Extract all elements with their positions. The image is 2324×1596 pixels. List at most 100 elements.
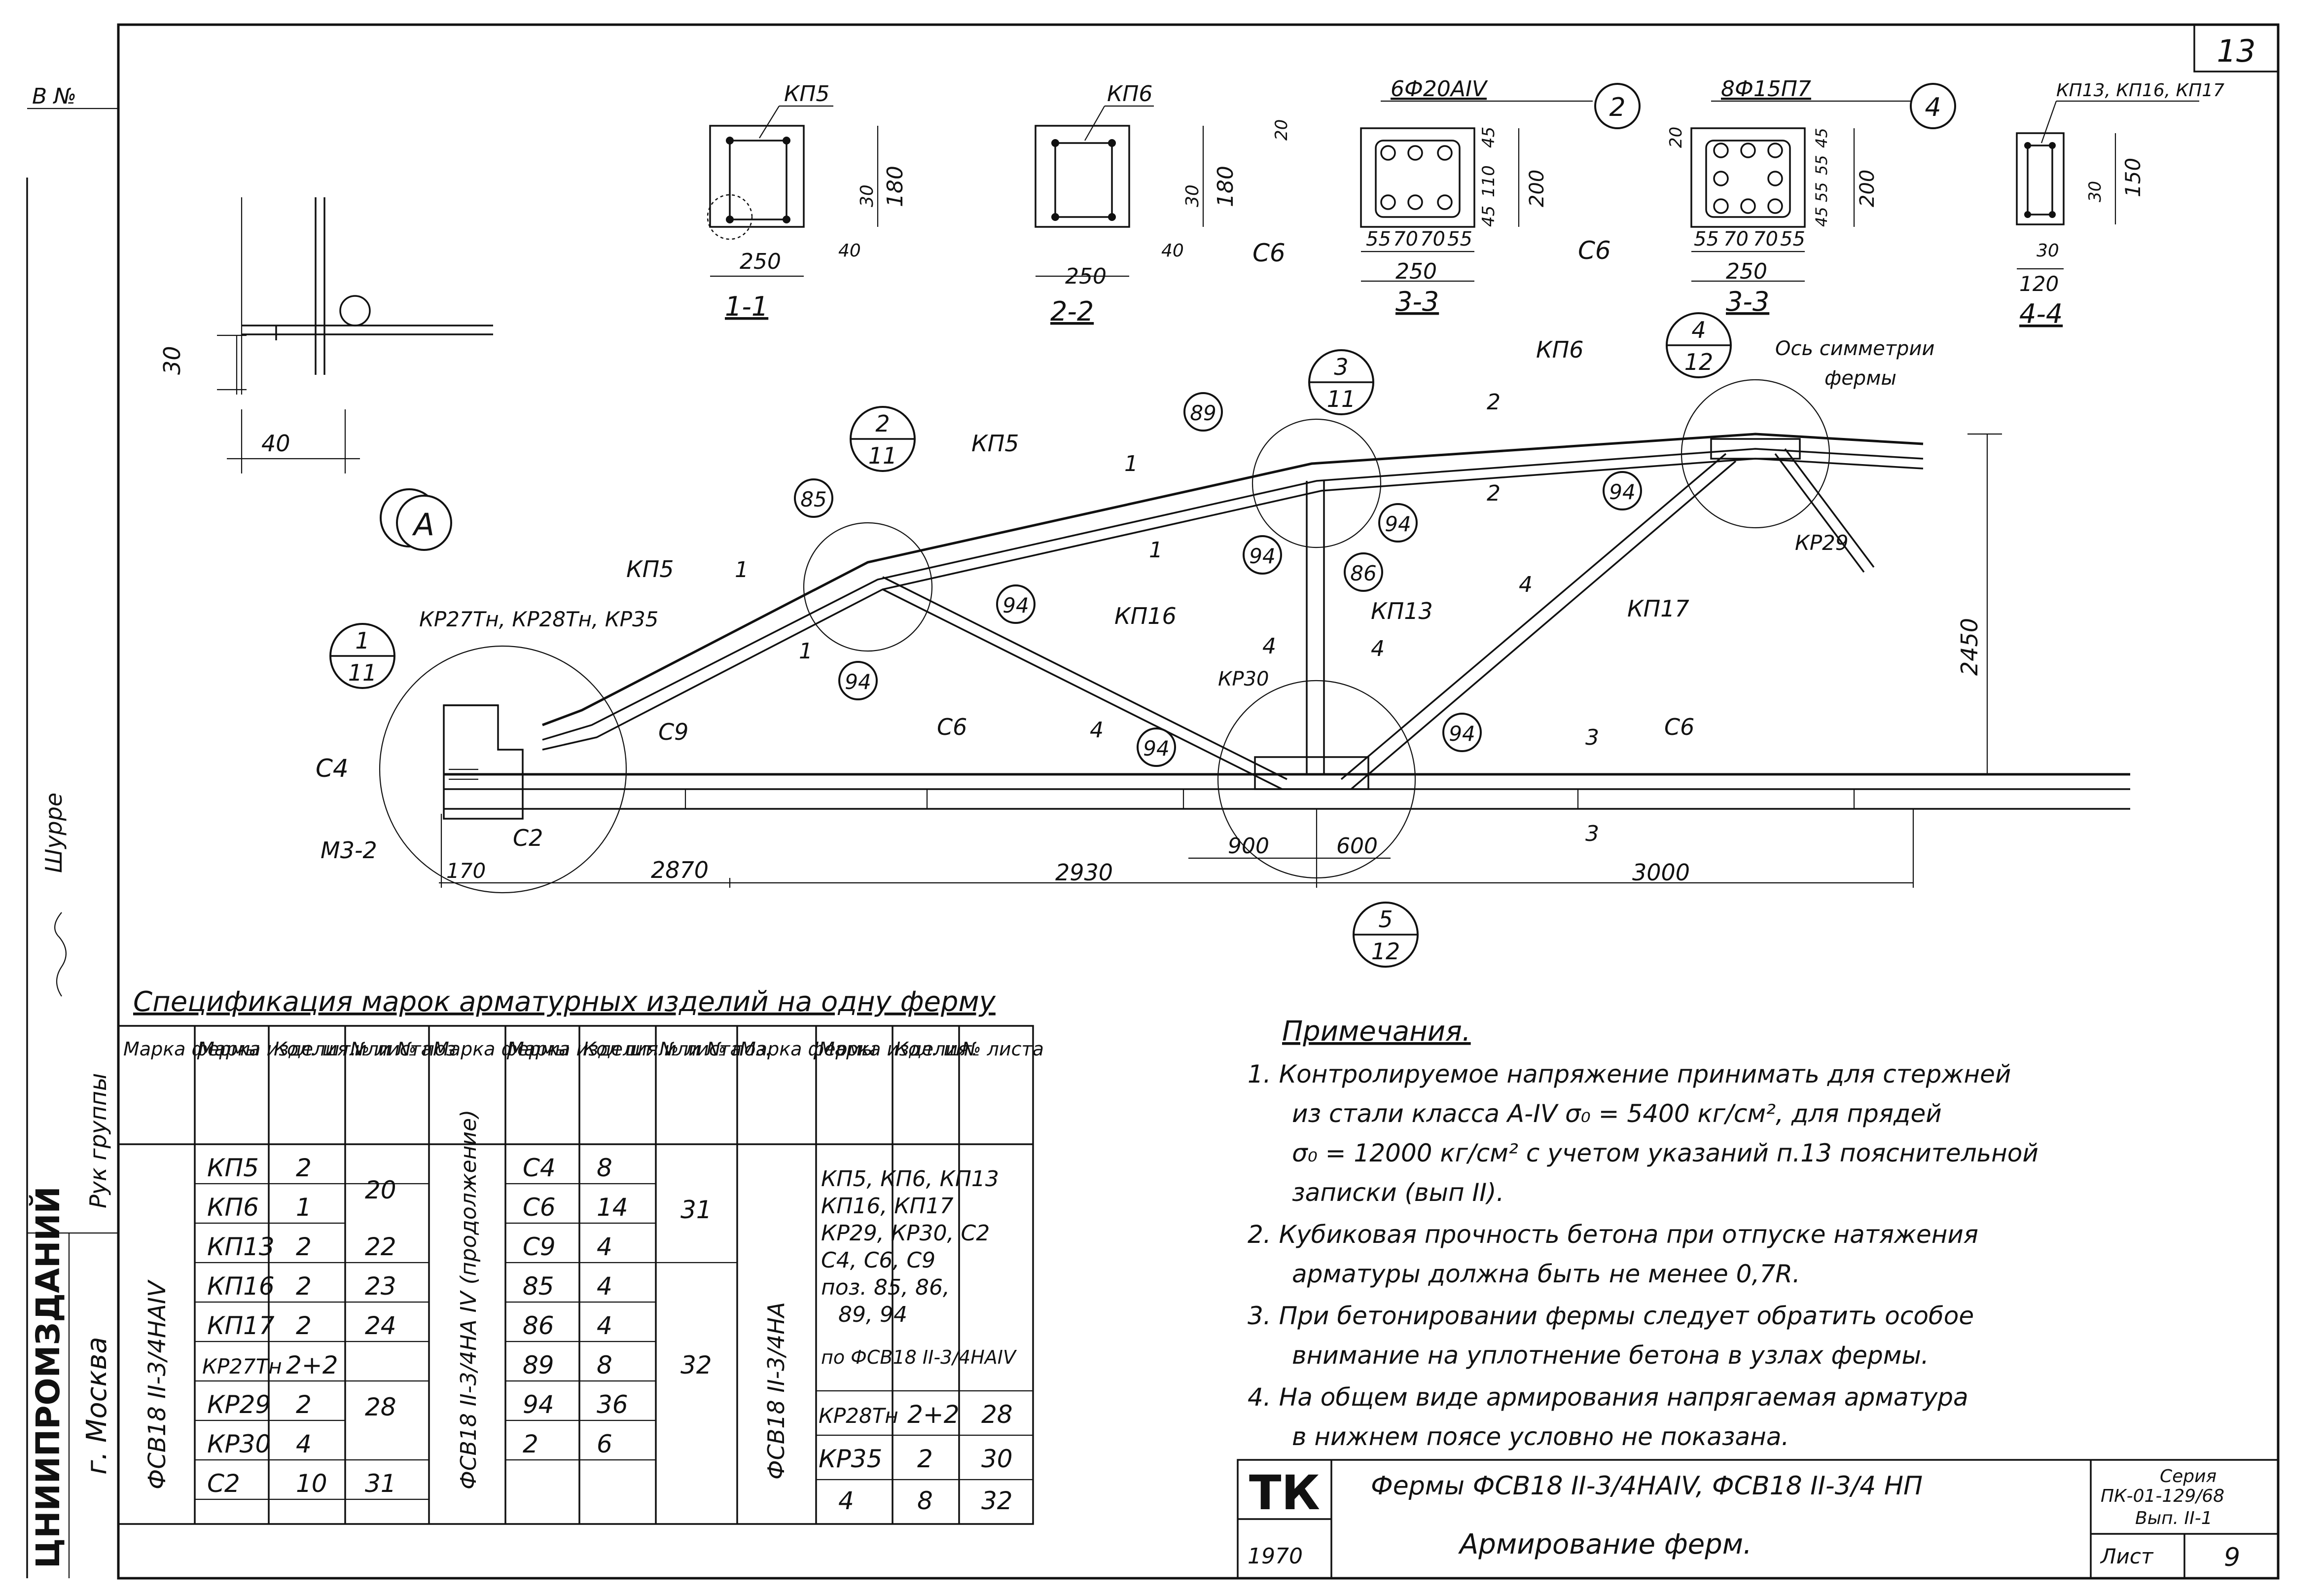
- mark-c6-left: С6: [937, 714, 967, 740]
- section-2-2-height: 180: [1213, 166, 1238, 207]
- pos-94-d: 94: [1385, 512, 1411, 536]
- bottom-chord: [444, 773, 2130, 810]
- g3-text-1: КП16, КП17: [821, 1194, 954, 1219]
- node-5-num: 5: [1378, 906, 1393, 933]
- g1-item-0: КП5: [207, 1154, 259, 1182]
- signer-name: Шурре: [40, 793, 67, 873]
- node-4-sheet: 12: [1684, 349, 1714, 375]
- sp-3a-4: 55: [1447, 228, 1472, 251]
- hdr-truss-3: Марка фермы: [740, 1038, 876, 1060]
- vd-3a-3: 45: [1479, 206, 1499, 227]
- cut-1-b: 1: [799, 639, 813, 664]
- g3-note: по ФСВ18 II-3/4НАIV: [821, 1346, 1017, 1368]
- section-2-2-title: 2-2: [1050, 296, 1094, 327]
- section-1-1-height: 180: [883, 166, 908, 207]
- node-3-num: 3: [1334, 354, 1348, 380]
- cut-1-d: 1: [1149, 538, 1163, 563]
- node-2-sheet: 11: [868, 442, 897, 469]
- org-name: ЦНИИПРОМЗДАНИЙ: [29, 1186, 67, 1568]
- mark-kp16: КП16: [1114, 603, 1177, 629]
- section-4-4-tag: КП13, КП16, КП17: [2056, 80, 2224, 101]
- g1-qty-1: 1: [296, 1193, 312, 1222]
- element-marks: КП5 КП5 КП6 КП16 КП13 КП17 КР29 КР30 КР2…: [316, 336, 1934, 864]
- g3-item-1: КР35: [819, 1445, 882, 1473]
- note-line-5: арматуры должна быть не менее 0,7R.: [1292, 1260, 1800, 1288]
- section-2-2-tag: КП6: [1107, 81, 1152, 107]
- sp-3b-2: 70: [1723, 228, 1749, 251]
- section-3-3-b-pos: 4: [1925, 93, 1941, 122]
- section-1-1-width: 250: [740, 249, 781, 274]
- g1-qty-4: 2: [296, 1311, 312, 1340]
- g2-item-3: 85: [523, 1272, 554, 1301]
- section-3-3-b-tag: 8Ф15П7: [1721, 76, 1811, 102]
- sp-3b-4: 55: [1780, 228, 1805, 251]
- g1-item-8: С2: [207, 1469, 240, 1498]
- g1-qty-0: 2: [296, 1154, 312, 1182]
- left-strip: В № ЦНИИПРОМЗДАНИЙ г. Москва Рук группы …: [26, 84, 118, 1578]
- org-city: г. Москва: [81, 1337, 113, 1475]
- dim-2450: 2450: [1956, 618, 1983, 676]
- g1-sheet-20: 20: [365, 1176, 396, 1204]
- section-2-2-width: 250: [1065, 264, 1107, 289]
- g1-sheet-8: 31: [365, 1469, 396, 1498]
- node-4-ref: 4 12: [1666, 312, 1732, 378]
- mark-kp5-left: КП5: [626, 556, 674, 582]
- g2-item-2: С9: [523, 1233, 556, 1261]
- vd-3a-1: 45: [1479, 127, 1499, 148]
- sp-3a-1: 55: [1366, 228, 1391, 251]
- group1-label: ФСВ18 II-3/4НАIV: [143, 1279, 171, 1489]
- mark-kr30: КР30: [1218, 668, 1269, 690]
- g1-item-1: КП6: [207, 1193, 259, 1222]
- g3-text-5: 89, 94: [838, 1302, 907, 1327]
- g3-sheet-1: 30: [981, 1445, 1013, 1473]
- node-2-num: 2: [875, 410, 890, 437]
- mark-c2: С2: [513, 825, 543, 851]
- dim-900: 900: [1228, 834, 1269, 859]
- note-line-0: 1. Контролируемое напряжение принимать д…: [1248, 1060, 2011, 1088]
- tb-code: ТК: [1249, 1465, 1320, 1521]
- spec-title: Спецификация марок арматурных изделий на…: [133, 986, 996, 1018]
- pos-89: 89: [1190, 401, 1216, 425]
- support-end: [443, 704, 524, 820]
- section-4-4-cover: 30: [2085, 181, 2105, 202]
- hdr-qty: Кол. шт.: [274, 1038, 357, 1060]
- note-line-1: из стали класса А-IV σ₀ = 5400 кг/см², д…: [1292, 1099, 1942, 1128]
- section-1-1-title: 1-1: [725, 291, 768, 322]
- section-3-3-a-tag: 6Ф20АIV: [1391, 76, 1488, 102]
- signature-mark: [54, 912, 67, 997]
- title-block: ТК 1970 Фермы ФСВ18 II-3/4НАIV, ФСВ18 II…: [1237, 1459, 2279, 1579]
- section-3-3-a: 6Ф20АIV 2 55 70 70 55 250 200 45 110 45 …: [1272, 76, 1641, 317]
- section-3-3-a-width: 250: [1395, 259, 1437, 284]
- hdr-qty-2: Кол шт.: [583, 1038, 660, 1060]
- g1-sheet-28: 28: [365, 1393, 396, 1421]
- tb-series-1: Серия: [2160, 1466, 2217, 1487]
- tb-sheet-no: 9: [2224, 1543, 2240, 1572]
- g3-text-4: поз. 85, 86,: [821, 1275, 950, 1300]
- section-1-1-tag: КП5: [784, 81, 829, 107]
- g2-qty-1: 14: [597, 1193, 628, 1222]
- hdr-truss-2: Марка фермы: [433, 1038, 570, 1060]
- g2-item-4: 86: [523, 1311, 554, 1340]
- detail-a-dim-40: 40: [261, 430, 290, 457]
- cut-4-b: 4: [1371, 636, 1385, 661]
- g2-qty-3: 4: [597, 1272, 612, 1301]
- pos-94-f: 94: [1143, 736, 1169, 761]
- truss-detail-a-label: А: [412, 507, 434, 543]
- g1-sheet-4: 24: [365, 1311, 396, 1340]
- section-3-3-a-height: 200: [1526, 170, 1548, 207]
- section-2-2-side: С6: [1252, 239, 1286, 267]
- node-5-ref: 5 12: [1353, 902, 1419, 968]
- g1-qty-6: 2: [296, 1390, 312, 1419]
- g2-item-5: 89: [523, 1351, 554, 1379]
- vd-3b-3: 55: [1812, 182, 1831, 202]
- g3-item-0: КР28Тн: [819, 1404, 898, 1428]
- node-2-ref: 2 11: [850, 406, 916, 472]
- dim-2870: 2870: [651, 857, 709, 883]
- web-members: [882, 438, 1875, 790]
- hdr-sheet-3: № листа: [961, 1038, 1044, 1060]
- g2-item-6: 94: [523, 1390, 554, 1419]
- sp-3a-3: 70: [1420, 228, 1445, 251]
- mark-kp6: КП6: [1536, 336, 1584, 363]
